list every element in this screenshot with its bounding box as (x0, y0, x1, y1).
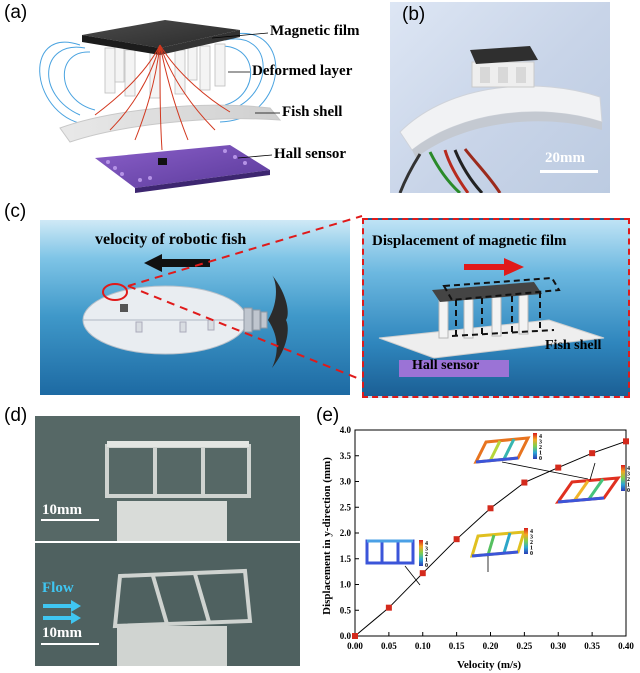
colorbar-tick: 2 (425, 552, 428, 558)
y-tick-label: 2.0 (340, 528, 352, 538)
panel-c-letter: (c) (4, 201, 27, 222)
panel-a-illustration (39, 20, 282, 193)
panel-d-photo (35, 416, 300, 666)
colorbar (524, 528, 528, 554)
data-point (419, 570, 426, 577)
colorbar-tick: 3 (627, 472, 630, 478)
colorbar-tick: 2 (627, 477, 630, 483)
x-axis-label: Velocity (m/s) (457, 659, 521, 671)
y-tick-label: 3.5 (340, 451, 352, 461)
label-displacement: Displacement of magnetic film (372, 233, 567, 249)
y-tick-label: 4.0 (340, 425, 352, 435)
colorbar (533, 433, 537, 459)
colorbar-tick: 2 (539, 445, 542, 451)
colorbar-tick: 3 (539, 440, 542, 446)
colorbar-tick: 2 (530, 540, 533, 546)
inset-v030 (473, 436, 589, 480)
data-point (521, 479, 528, 486)
label-fish-shell-c: Fish shell (545, 338, 602, 353)
label-fish-shell-a: Fish shell (282, 104, 343, 120)
colorbar-tick: 0 (530, 551, 533, 557)
y-tick-label: 1.0 (340, 580, 352, 590)
y-tick-label: 0.5 (340, 605, 352, 615)
x-tick-label: 0.05 (381, 641, 397, 651)
x-tick-label: 0.30 (550, 641, 566, 651)
data-line (354, 440, 627, 637)
x-tick-label: 0.40 (618, 641, 634, 651)
label-magnetic-film: Magnetic film (270, 23, 360, 39)
data-point (487, 505, 494, 512)
label-velocity: velocity of robotic fish (95, 231, 247, 248)
panel-b-photo (390, 2, 610, 193)
panel-e-letter: (e) (316, 405, 340, 426)
data-point (589, 450, 596, 457)
data-point (623, 438, 629, 445)
x-tick-label: 0.10 (415, 641, 431, 651)
data-point (352, 633, 358, 639)
scale-bar-d-top: 10mm (42, 502, 82, 518)
label-hall-sensor-a: Hall sensor (274, 146, 347, 162)
colorbar-tick: 0 (425, 563, 428, 569)
data-point (453, 536, 460, 543)
hall-sensor-board (95, 145, 270, 188)
data-point (385, 604, 392, 611)
flow-label: Flow (42, 580, 74, 596)
inset-v010 (365, 539, 421, 586)
colorbar-tick: 1 (627, 483, 630, 489)
x-tick-label: 0.00 (347, 641, 363, 651)
x-tick-label: 0.35 (584, 641, 600, 651)
red-field-lines (94, 44, 231, 151)
colorbar-tick: 1 (539, 451, 542, 457)
panel-b-letter: (b) (402, 4, 426, 25)
colorbar-tick: 3 (425, 547, 428, 553)
colorbar-tick: 1 (425, 558, 428, 564)
y-tick-label: 1.5 (340, 554, 352, 564)
colorbar-tick: 4 (425, 541, 428, 547)
colorbar-tick: 4 (539, 434, 542, 440)
robotic-fish-scene (40, 220, 350, 395)
y-axis-label: Displacement in y-direction (mm) (321, 457, 333, 615)
colorbar (419, 540, 423, 566)
fish-shell-sheet (59, 104, 282, 143)
label-deformed-layer: Deformed layer (252, 63, 353, 79)
magnetic-film (82, 20, 240, 48)
scale-bar-b: 20mm (545, 150, 585, 166)
scale-bar-d-bottom: 10mm (42, 625, 82, 641)
y-tick-label: 3.0 (340, 477, 352, 487)
inset-v040 (554, 462, 622, 504)
colorbar-tick: 3 (530, 535, 533, 541)
panel-d-letter: (d) (4, 405, 28, 426)
colorbar-tick: 4 (627, 466, 630, 472)
label-hall-sensor-c: Hall sensor (412, 358, 480, 373)
magnetic-field-lines (39, 32, 277, 126)
colorbar-tick: 0 (627, 488, 630, 494)
panel-a-letter: (a) (4, 2, 28, 23)
zoom-connectors (127, 215, 363, 381)
y-tick-label: 0.0 (340, 631, 352, 641)
x-tick-label: 0.20 (483, 641, 499, 651)
zoom-box (362, 218, 630, 398)
x-tick-label: 0.25 (517, 641, 533, 651)
x-tick-label: 0.15 (449, 641, 465, 651)
colorbar-tick: 1 (530, 546, 533, 552)
colorbar-tick: 0 (539, 456, 542, 462)
data-point (555, 464, 562, 471)
colorbar (621, 465, 625, 491)
y-tick-label: 2.5 (340, 502, 352, 512)
inset-v020 (469, 530, 527, 572)
colorbar-tick: 4 (530, 529, 533, 535)
